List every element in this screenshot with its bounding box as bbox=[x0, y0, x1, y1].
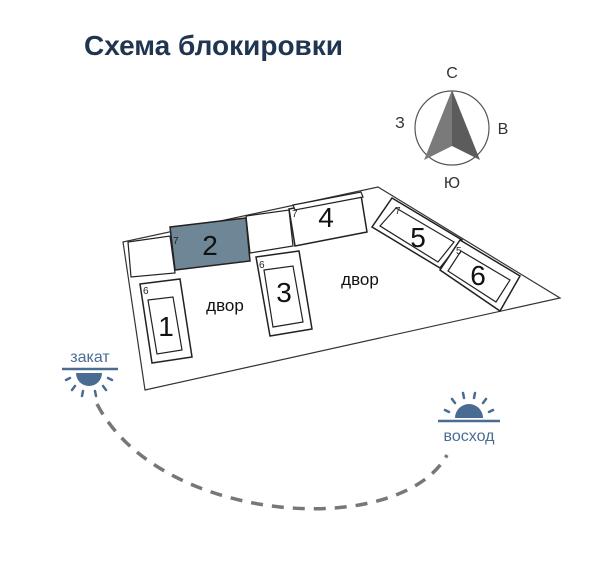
compass-needle-right bbox=[452, 90, 480, 160]
sun-path-arc bbox=[95, 403, 449, 511]
sunrise-icon bbox=[443, 391, 495, 418]
building-floors: 7 bbox=[173, 236, 179, 247]
building-floors: 7 bbox=[395, 206, 401, 217]
building-number: 4 bbox=[318, 202, 334, 233]
building-1[interactable]: 6 1 bbox=[139, 278, 193, 364]
sunset-label: закат bbox=[70, 349, 110, 366]
building-2[interactable]: 7 2 bbox=[169, 217, 251, 271]
compass-south-label: Ю bbox=[444, 175, 460, 192]
building-5-inner bbox=[379, 207, 455, 263]
building-floors: 7 bbox=[292, 209, 298, 220]
yard-label-left: двор bbox=[206, 296, 244, 315]
sunset-marker: закат bbox=[62, 349, 118, 398]
building-floors: 6 bbox=[259, 260, 265, 271]
compass-east-label: В bbox=[498, 121, 509, 138]
building-number: 1 bbox=[158, 311, 174, 342]
yard-label-right: двор bbox=[341, 270, 379, 289]
compass-north-label: С bbox=[446, 65, 458, 82]
building-5[interactable]: 7 5 bbox=[370, 196, 464, 269]
sunrise-label: восход bbox=[444, 428, 496, 445]
building-number: 5 bbox=[410, 222, 426, 253]
building-section-empty bbox=[245, 209, 294, 254]
compass-needle-left bbox=[424, 90, 452, 160]
compass-west-label: З bbox=[395, 115, 405, 132]
sunset-icon bbox=[64, 373, 114, 398]
building-floors: 5 bbox=[456, 246, 462, 257]
building-floors: 6 bbox=[143, 286, 149, 297]
building-2-shape bbox=[169, 217, 251, 271]
building-4[interactable]: 7 4 bbox=[288, 191, 368, 247]
building-number: 2 bbox=[202, 230, 218, 261]
building-1-inner bbox=[147, 296, 183, 355]
sunrise-marker: восход bbox=[438, 391, 500, 445]
building-number: 3 bbox=[276, 277, 292, 308]
compass: С В Ю З bbox=[395, 65, 508, 192]
page-title: Схема блокировки bbox=[84, 30, 343, 61]
building-section-empty bbox=[127, 235, 176, 278]
building-3[interactable]: 6 3 bbox=[255, 250, 313, 337]
building-number: 6 bbox=[470, 260, 486, 291]
building-6[interactable]: 5 6 bbox=[438, 238, 522, 313]
building-3-inner bbox=[263, 265, 304, 328]
building-6-inner bbox=[447, 250, 511, 303]
building-4-step bbox=[292, 191, 364, 211]
